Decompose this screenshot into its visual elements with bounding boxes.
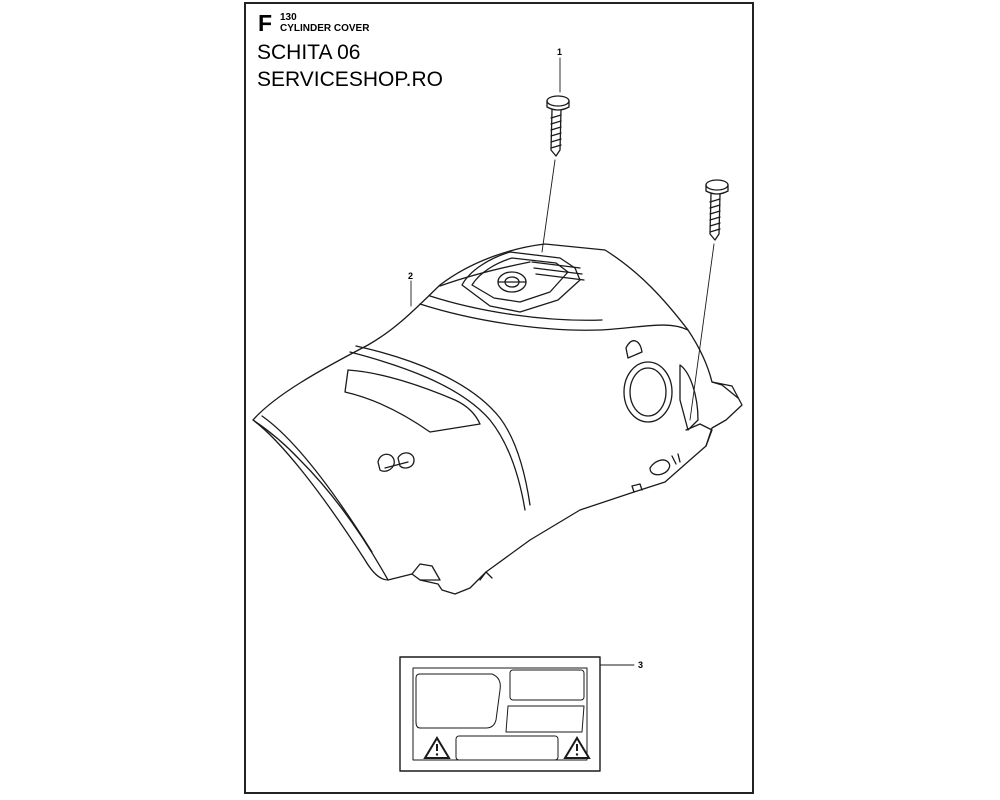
section-title: CYLINDER COVER bbox=[280, 23, 370, 34]
warning-icon bbox=[423, 736, 451, 759]
section-letter: F bbox=[258, 10, 273, 36]
sketch-label: SCHITA 06 bbox=[257, 41, 361, 64]
warning-icon bbox=[563, 736, 591, 759]
callout-screw: 1 bbox=[557, 47, 562, 57]
screw-icon bbox=[705, 179, 729, 241]
callout-decal: 3 bbox=[638, 660, 643, 670]
brand-logo-icon bbox=[497, 271, 527, 293]
shop-label: SERVICESHOP.RO bbox=[257, 68, 443, 91]
cylinder-cover-icon bbox=[252, 243, 743, 595]
section-number: 130 bbox=[280, 12, 297, 23]
screw-icon bbox=[546, 95, 570, 157]
diagram-frame bbox=[244, 2, 754, 794]
callout-cover: 2 bbox=[408, 271, 413, 281]
